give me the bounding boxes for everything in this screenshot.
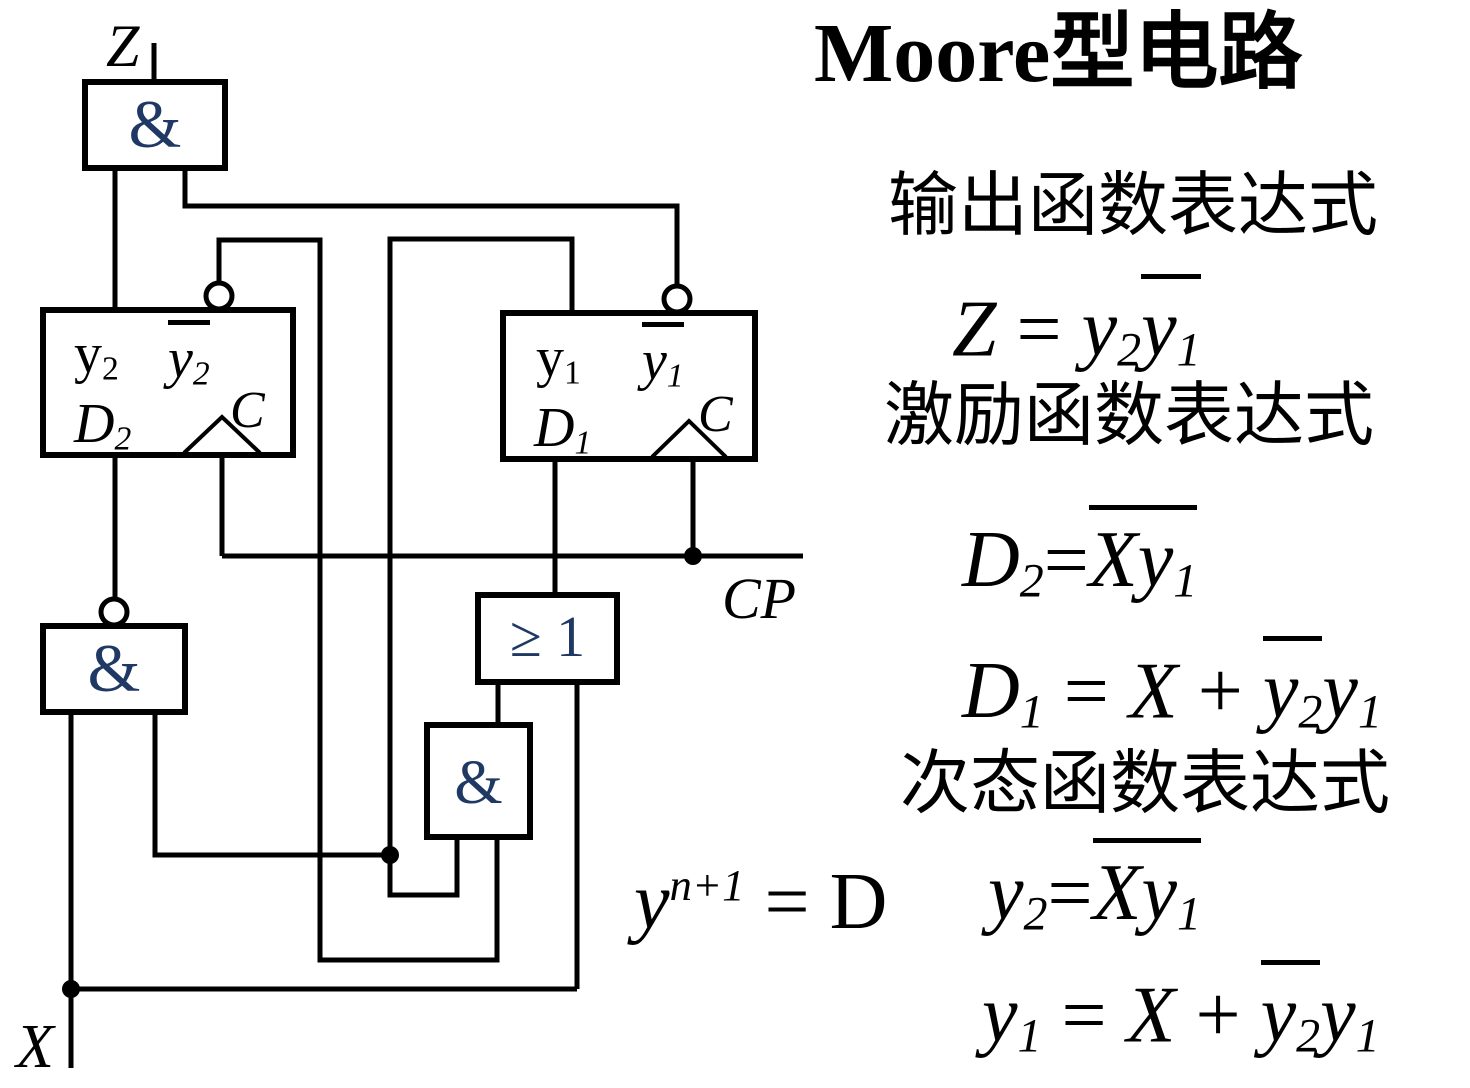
formula-token: y1 xyxy=(1141,274,1201,378)
formula-token: + xyxy=(1175,971,1261,1060)
clock-triangle-left xyxy=(182,414,262,455)
and1-gate-symbol: & xyxy=(128,86,182,162)
wire-y2bar-to-and3 xyxy=(216,237,500,963)
heading-next-state-function: 次态函数表达式 xyxy=(900,744,1390,822)
wire-y1-to-and2 xyxy=(152,712,390,858)
heading-output-function: 输出函数表达式 xyxy=(888,166,1378,244)
flipflop-left-box xyxy=(40,307,296,458)
formula-token: y2 xyxy=(1260,960,1321,1064)
subscript: 1 xyxy=(1019,685,1044,739)
formula-token: = xyxy=(1043,647,1129,736)
formula-token: D1 xyxy=(534,397,592,462)
z-signal-label: Z xyxy=(106,13,140,79)
ff-right-d-label: D1 xyxy=(534,397,592,462)
formula-token: y2 xyxy=(1262,636,1323,740)
subscript: 1 xyxy=(1357,685,1382,739)
cp-signal-label: CP xyxy=(722,566,797,631)
slide-title: Moore型电路 xyxy=(814,7,1303,100)
junction-dot-x xyxy=(62,980,80,998)
formula-token: Xy1 xyxy=(1088,505,1198,609)
superscript: n+1 xyxy=(669,860,745,911)
formula-token: Z xyxy=(952,285,997,374)
or1-gate-symbol: ≥ 1 xyxy=(509,604,586,669)
junction-dot-y1 xyxy=(381,846,399,864)
formula-token: y2 xyxy=(988,849,1048,941)
formula-token: D2 xyxy=(962,516,1044,608)
and2-gate-symbol: & xyxy=(87,630,141,706)
formula-token: yn+1 xyxy=(634,858,745,946)
subscript: 1 xyxy=(1355,1009,1380,1063)
formula-y1-next: y1 = X + y2y1 xyxy=(982,960,1380,1064)
and3-gate-symbol: & xyxy=(454,749,503,817)
formula-token: y2 xyxy=(168,320,210,394)
ff-right-c-label: C xyxy=(698,386,733,443)
subscript: 2 xyxy=(1296,1009,1321,1063)
formula-y2-next: y2=Xy1 xyxy=(988,838,1202,942)
formula-y-next: yn+1 = D xyxy=(634,858,887,946)
formula-token: + xyxy=(1177,647,1263,736)
subscript: 1 xyxy=(1176,323,1201,377)
circuit-canvas xyxy=(40,43,803,1068)
formula-token: y1 xyxy=(1322,647,1382,739)
formula-token: y1 xyxy=(1320,971,1380,1063)
formula-token: = xyxy=(1041,971,1127,1060)
formula-token: D xyxy=(829,858,888,946)
formula-token: y2 xyxy=(1081,285,1142,377)
junction-dot-cp xyxy=(684,547,702,565)
ff-left-d-label: D2 xyxy=(74,393,132,458)
subscript: 2 xyxy=(1117,323,1142,377)
formula-token: C xyxy=(698,386,733,443)
subscript: 2 xyxy=(192,355,210,393)
ff-left-c-label: C xyxy=(230,382,265,439)
subscript: 2 xyxy=(1019,554,1044,608)
formula-token: = xyxy=(744,858,830,946)
subscript: 1 xyxy=(564,354,581,392)
formula-token: Xy1 xyxy=(1092,838,1202,942)
or1-box xyxy=(475,592,620,685)
subscript: 2 xyxy=(1298,685,1323,739)
subscript: 1 xyxy=(1173,554,1198,608)
flipflop-right-box xyxy=(500,310,758,462)
formula-token: C xyxy=(230,382,265,439)
wire-y1-feedback xyxy=(387,236,575,855)
ff-left-q-label: y2 xyxy=(74,323,119,388)
formula-token: D2 xyxy=(74,393,132,458)
formula-token: y2 xyxy=(74,323,119,388)
wire-and1-to-y1bar xyxy=(182,168,680,286)
subscript: 1 xyxy=(1017,1009,1042,1063)
formula-token: y1 xyxy=(536,327,581,392)
x-signal-label: X xyxy=(16,1013,54,1081)
ff-right-qbar-label: y1 xyxy=(642,322,684,396)
bubble-y1bar xyxy=(661,283,693,315)
subscript: 1 xyxy=(666,357,684,395)
bubble-y2bar xyxy=(203,280,235,312)
subscript: 2 xyxy=(102,350,119,388)
subscript: 2 xyxy=(1023,887,1048,941)
subscript: 2 xyxy=(114,420,132,458)
formula-token: = xyxy=(1043,516,1089,605)
subscript: 1 xyxy=(574,424,592,462)
bubble-and2-output xyxy=(98,596,130,628)
clock-triangle-right xyxy=(650,418,728,459)
and3-box xyxy=(424,722,533,840)
subscript: 1 xyxy=(1177,887,1202,941)
wire-y1-to-and3 xyxy=(387,837,460,898)
formula-d1: D1 = X + y2y1 xyxy=(962,636,1382,740)
formula-token: = xyxy=(1047,849,1093,938)
formula-token: D1 xyxy=(962,647,1044,739)
formula-token: X xyxy=(1128,647,1178,736)
and1-box xyxy=(82,79,228,171)
ff-left-qbar-label: y2 xyxy=(168,320,210,394)
formula-token: y1 xyxy=(642,322,684,396)
heading-excitation-function: 激励函数表达式 xyxy=(884,376,1374,454)
formula-z: Z = y2y1 xyxy=(952,274,1201,378)
formula-token: y1 xyxy=(982,971,1042,1063)
formula-d2: D2=Xy1 xyxy=(962,505,1198,609)
formula-token: X xyxy=(1126,971,1176,1060)
ff-right-q-label: y1 xyxy=(536,327,581,392)
formula-token: = xyxy=(996,285,1082,374)
